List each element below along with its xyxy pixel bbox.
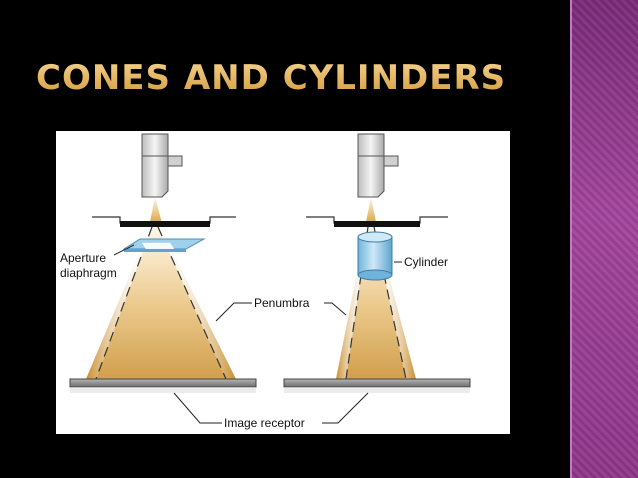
- cylinder-setup: [283, 133, 471, 393]
- aperture-setup: [69, 133, 257, 393]
- image-receptor-right: [283, 378, 471, 388]
- primary-beam-left: [96, 227, 226, 379]
- leader-lines: [113, 244, 402, 424]
- primary-beam-right: [346, 227, 406, 379]
- aperture-diaphragm: [122, 238, 206, 252]
- xray-tube-right: [357, 133, 399, 198]
- penumbra-left-b: [158, 227, 236, 379]
- cylinder: [357, 231, 393, 281]
- label-penumbra: Penumbra: [254, 296, 310, 310]
- label-image-receptor: Image receptor: [224, 416, 305, 430]
- label-aperture-line2: diaphragm: [60, 266, 117, 280]
- diagram-svg: Aperture diaphragm Cylinder Penumbra Ima…: [60, 133, 471, 430]
- decorative-side-band: [570, 0, 638, 478]
- slide-title: Cones and cylinders: [36, 58, 507, 98]
- label-cylinder: Cylinder: [404, 255, 448, 269]
- image-receptor-left: [69, 378, 257, 388]
- label-aperture-line1: Aperture: [60, 251, 106, 265]
- penumbra-left-a: [86, 227, 152, 379]
- tube-housing-right: [306, 216, 448, 227]
- tube-housing-left: [92, 216, 236, 227]
- xray-tube-left: [141, 133, 183, 198]
- diagram-figure: Aperture diaphragm Cylinder Penumbra Ima…: [56, 131, 510, 434]
